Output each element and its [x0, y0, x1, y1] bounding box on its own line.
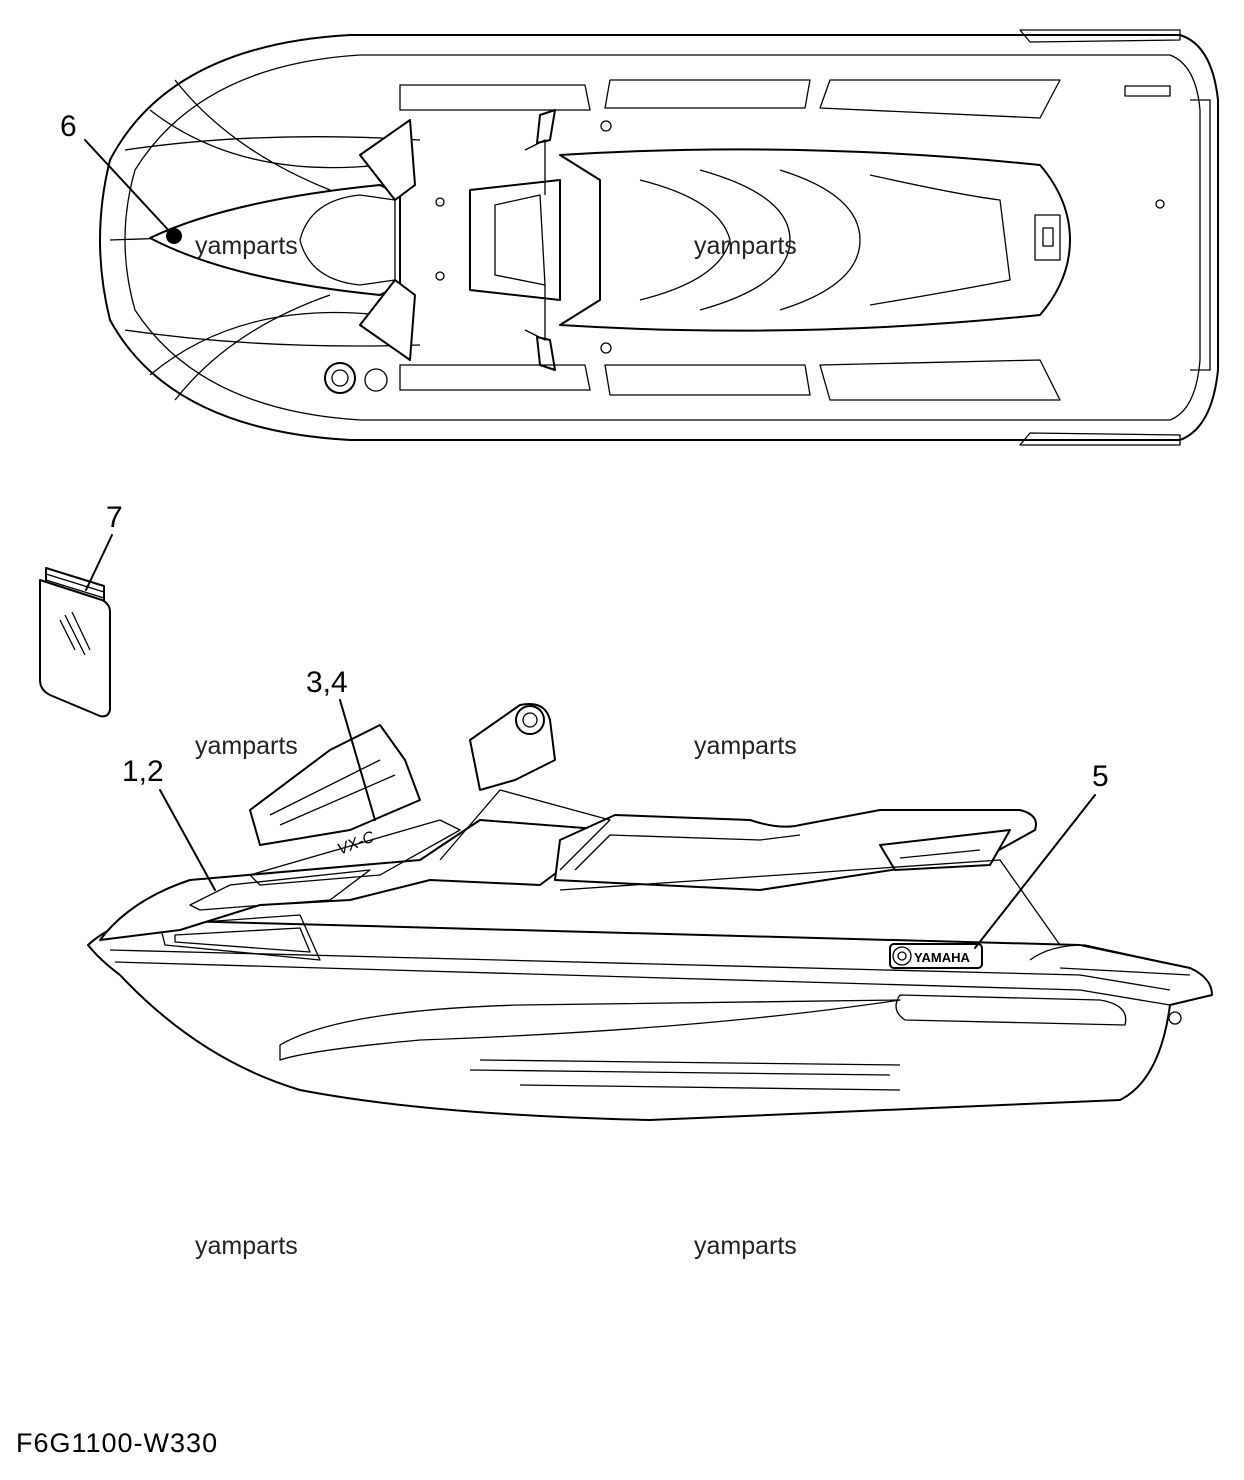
callout-7: 7: [106, 501, 123, 534]
callout-5: 5: [1092, 760, 1109, 793]
watermark-text: yamparts: [195, 232, 298, 260]
leader-line-5: [974, 794, 1096, 949]
watermark-text: yamparts: [694, 732, 797, 760]
watermark-text: yamparts: [694, 232, 797, 260]
watermark-text: yamparts: [195, 1232, 298, 1260]
diagram-code: F6G1100-W330: [16, 1428, 219, 1458]
leader-line-1-2: [159, 789, 216, 891]
side-view-hull: [87, 703, 1213, 1121]
vxc-decal-text: VX-C: [335, 828, 377, 858]
yamaha-tuning-fork-emblem: [892, 946, 912, 966]
watermark-text: yamparts: [195, 732, 298, 760]
top-view-hull: [99, 29, 1219, 446]
leader-line-7: [85, 534, 113, 591]
yamaha-decal-text: YAMAHA: [914, 950, 970, 965]
leader-line-3-4: [339, 699, 376, 821]
decal-sheet-icon: [39, 567, 111, 718]
watermark-text: yamparts: [694, 1232, 797, 1260]
callout-3-4: 3,4: [306, 666, 348, 699]
callout-6: 6: [60, 110, 77, 143]
leader-line-6: [84, 139, 173, 235]
callout-1-2: 1,2: [122, 755, 164, 788]
